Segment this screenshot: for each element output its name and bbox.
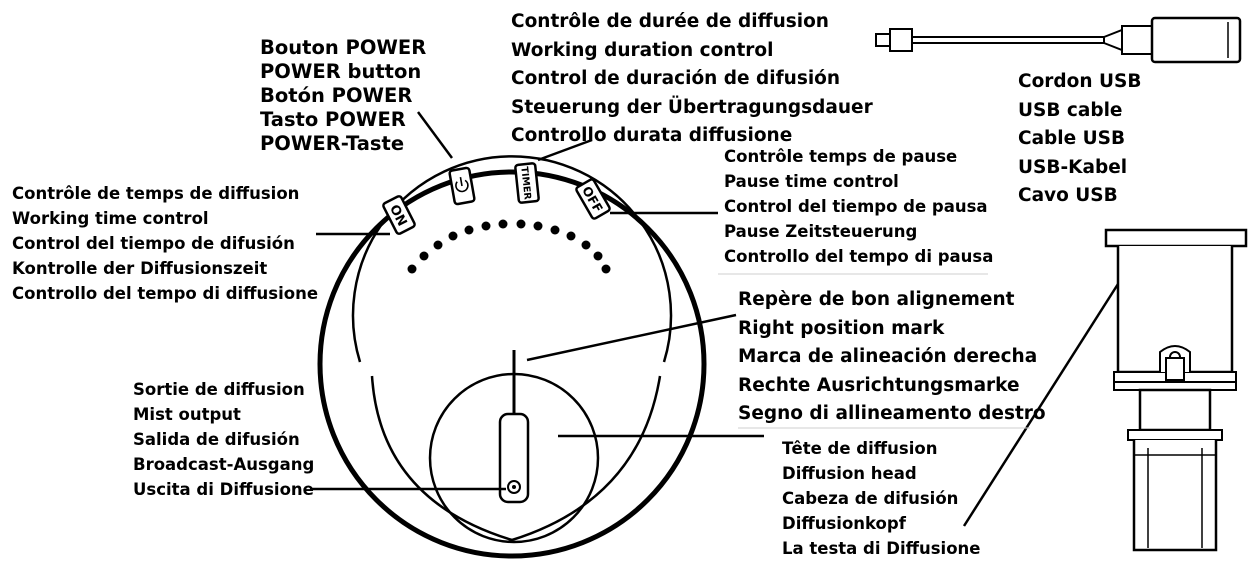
nozzle-hole-center (512, 485, 516, 489)
label-line: Steuerung der Übertragungsdauer (511, 96, 873, 118)
label-line: POWER-Taste (260, 132, 405, 155)
label-line: Control del tiempo de difusión (12, 234, 295, 253)
led-dot (566, 231, 576, 241)
label-line: Cable USB (1018, 128, 1126, 149)
label-line: Diffusion head (782, 464, 917, 483)
led-dot (593, 251, 603, 261)
label-line: USB-Kabel (1018, 156, 1128, 178)
led-dot (407, 264, 417, 274)
power-icon (455, 176, 469, 193)
on-button[interactable]: ON (382, 195, 416, 235)
led-dot (601, 264, 611, 274)
nozzle-hole (507, 480, 521, 494)
device-outer-ring (317, 169, 707, 559)
label-line: Working time control (12, 209, 209, 228)
label-line: Contrôle temps de pause (724, 147, 958, 166)
label-line: Repère de bon alignement (738, 289, 1015, 310)
led-dot (498, 219, 508, 229)
led-dot (448, 231, 458, 241)
label-line: Contrôle de durée de diffusion (511, 11, 829, 32)
usb-cable-icon (875, 16, 1242, 64)
led-dot (516, 219, 526, 229)
device-inner-ring (351, 155, 673, 363)
label-line: Marca de alineación derecha (738, 346, 1038, 367)
label-line: Pause time control (724, 172, 899, 191)
label-line: Tasto POWER (260, 108, 406, 131)
led-dots (407, 219, 611, 274)
label-line: Control de duración de difusión (511, 68, 841, 89)
label-line: Tête de diffusion (782, 439, 938, 458)
label-line: Uscita di Diffusione (133, 480, 314, 499)
led-dot (550, 225, 560, 235)
label-line: Right position mark (738, 317, 945, 339)
label-line: Segno di allineamento destro (738, 403, 1046, 424)
label-line: Cordon USB (1018, 71, 1142, 92)
label-line: Salida de difusión (133, 430, 300, 449)
label-line: Controllo del tempo di diffusione (12, 284, 319, 303)
led-dot (581, 240, 591, 250)
off-button-frame (575, 178, 611, 220)
label-line: Mist output (133, 405, 241, 424)
timer-button-frame (514, 162, 540, 204)
label-line: Kontrolle der Diffusionszeit (12, 259, 268, 278)
label-line: POWER button (260, 60, 422, 83)
label-line: Pause Zeitsteuerung (724, 222, 918, 241)
label-line: Botón POWER (260, 84, 413, 107)
label-line: La testa di Diffusione (782, 539, 981, 558)
label-line: Contrôle de temps de diffusion (12, 184, 300, 203)
label-line: Cabeza de difusión (782, 489, 959, 508)
label-line: Diffusionkopf (782, 514, 906, 533)
label-line: Bouton POWER (260, 36, 427, 59)
led-dot (533, 221, 543, 231)
leader-working-duration (537, 138, 593, 162)
label-line: Sortie de diffusion (133, 380, 305, 399)
timer-button-label: TIMER (518, 166, 532, 201)
led-dot (481, 221, 491, 231)
label-line: Cavo USB (1018, 185, 1118, 206)
label-line: Controllo durata diffusione (511, 125, 793, 146)
leader-power-button (416, 111, 454, 159)
label-line: Rechte Ausrichtungsmarke (738, 374, 1020, 396)
label-line: USB cable (1018, 99, 1123, 121)
led-dot (464, 225, 474, 235)
label-line: Working duration control (511, 39, 774, 61)
label-line: Control del tiempo de pausa (724, 197, 988, 216)
device-inner-ring-lower (370, 375, 662, 542)
on-button-frame (382, 195, 416, 235)
timer-button[interactable]: TIMER (514, 162, 540, 204)
leader-alignment-mark (526, 313, 737, 362)
off-button[interactable]: OFF (575, 178, 611, 220)
led-dot (433, 240, 443, 250)
leader-diffuser-side-view (962, 283, 1120, 527)
power-button[interactable] (448, 166, 476, 206)
diffuser-side-view-icon (1104, 228, 1248, 552)
led-dot (419, 251, 429, 261)
label-line: Controllo del tempo di pausa (724, 247, 994, 266)
label-line: Broadcast-Ausgang (133, 455, 315, 474)
